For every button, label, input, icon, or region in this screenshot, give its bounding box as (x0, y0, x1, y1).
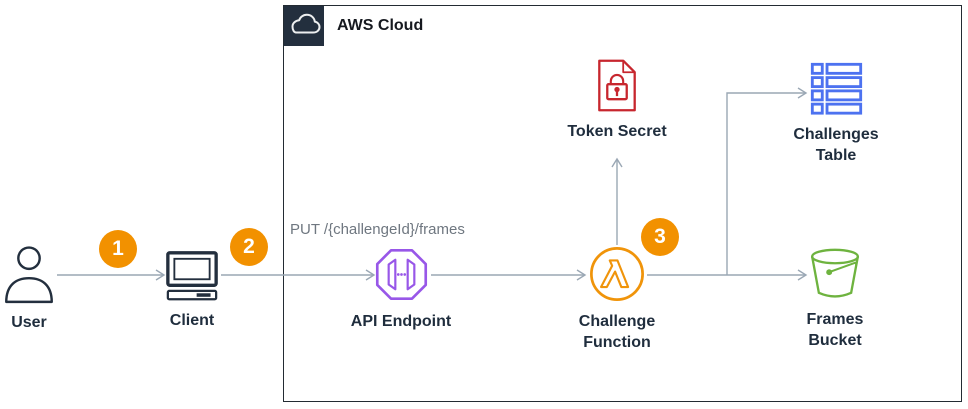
user-icon (5, 246, 53, 304)
cloud-glyph-icon (291, 13, 321, 34)
node-frames-bucket: Frames Bucket (790, 247, 880, 351)
node-token-secret: Token Secret (557, 58, 677, 142)
client-icon (166, 251, 218, 301)
aws-cloud-boundary: AWS Cloud (283, 5, 962, 402)
arrowhead-branch-to-table (797, 87, 808, 99)
lambda-function-icon (590, 247, 644, 301)
step-badge-3: 3 (641, 218, 679, 256)
aws-cloud-label: AWS Cloud (337, 17, 424, 34)
node-label: Challenge Function (578, 313, 656, 352)
arrowhead-api-to-function (576, 269, 587, 281)
node-label: Challenges Table (793, 126, 879, 165)
arrowhead-function-to-secret (611, 157, 623, 168)
client-base-detail (196, 293, 211, 297)
request-path-label: PUT /{challengeId}/frames (290, 221, 465, 238)
aws-cloud-icon (284, 6, 324, 46)
arrow-branch-to-table (726, 92, 805, 275)
arrowhead-client-to-api (365, 269, 376, 281)
node-user: User (0, 244, 59, 333)
node-label: API Endpoint (350, 313, 452, 330)
frames-bucket-icon (810, 248, 860, 298)
node-challenges-table: Challenges Table (786, 61, 886, 166)
arrowhead-function-to-bucket (797, 269, 808, 281)
step-badge-1: 1 (99, 230, 137, 268)
node-label: Client (169, 312, 215, 329)
node-api-endpoint: API Endpoint (341, 246, 461, 332)
node-label: Token Secret (567, 123, 667, 140)
challenges-table-icon (810, 62, 862, 115)
arrowhead-user-to-client (155, 269, 166, 281)
token-secret-icon (598, 59, 636, 112)
api-gateway-endpoint-icon (375, 248, 427, 301)
node-label: Frames Bucket (806, 311, 864, 350)
step-badge-2: 2 (230, 228, 268, 266)
node-label: User (11, 314, 47, 331)
node-challenge-function: Challenge Function (567, 245, 667, 353)
node-client: Client (160, 250, 224, 331)
